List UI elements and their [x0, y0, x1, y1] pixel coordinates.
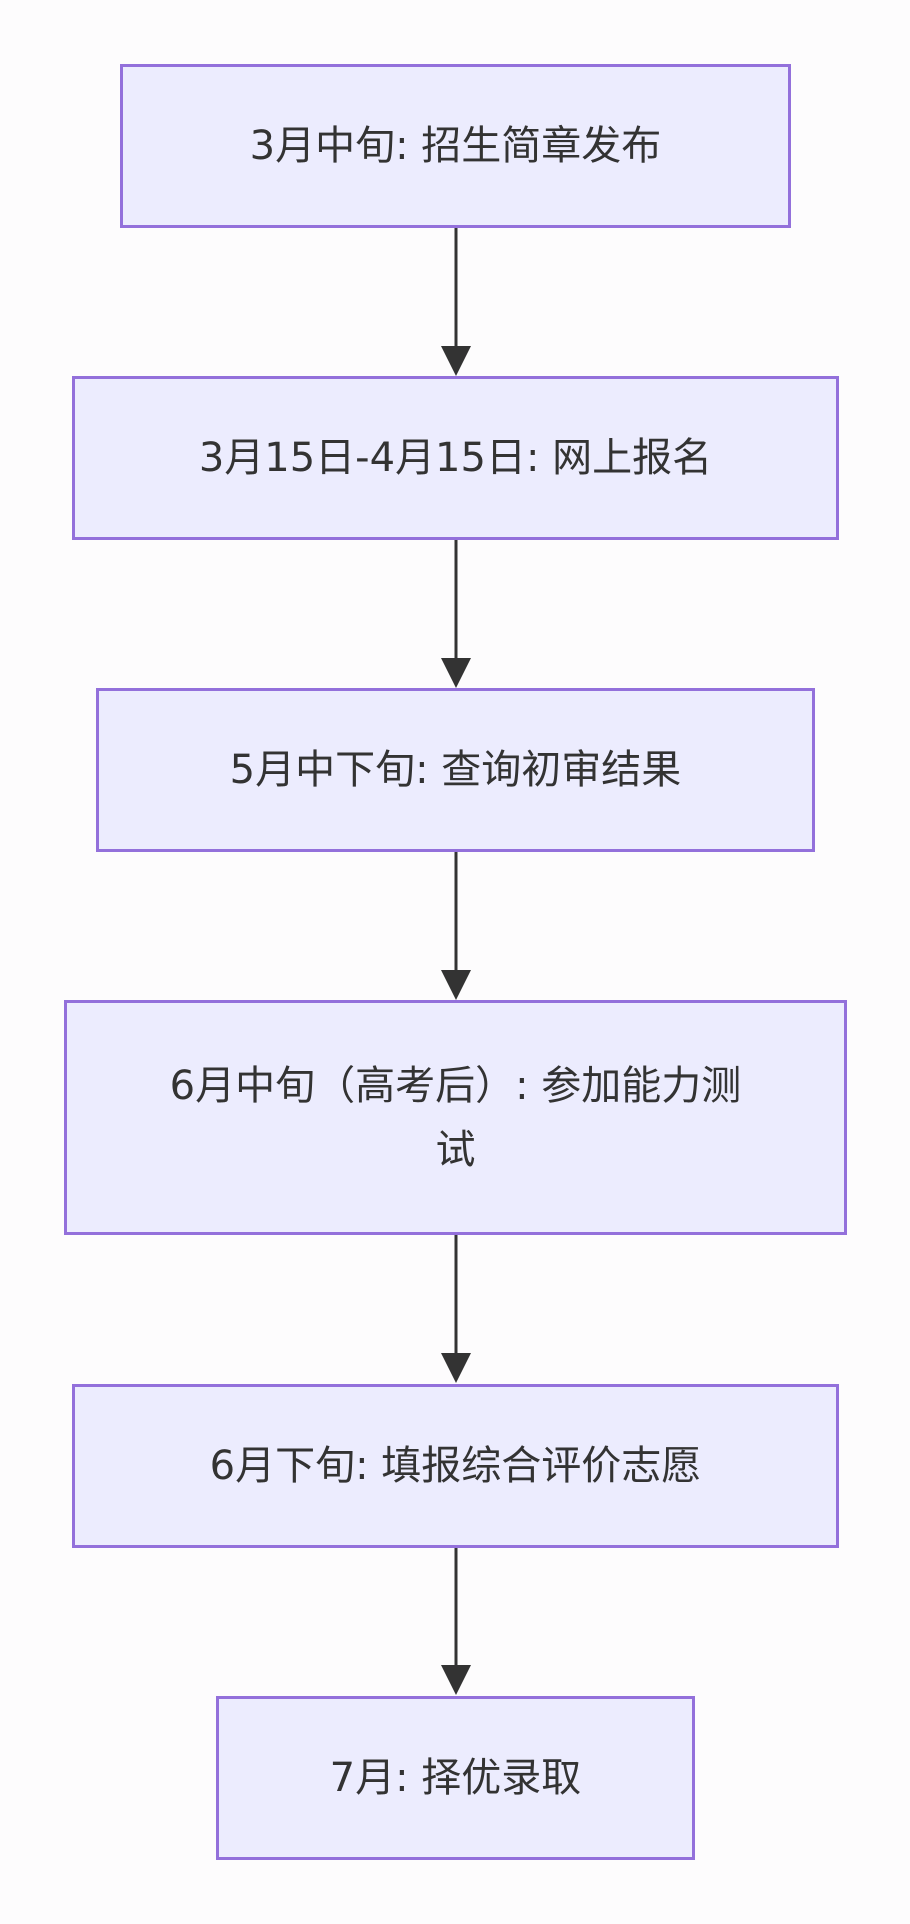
step-label-3: 5月中下旬: 查询初审结果: [229, 747, 682, 793]
step-node-4: 6月中旬（高考后）: 参加能力测试: [64, 1000, 847, 1235]
step-node-2: 3月15日-4月15日: 网上报名: [72, 376, 839, 540]
step-label-6: 7月: 择优录取: [329, 1755, 582, 1801]
step-node-3: 5月中下旬: 查询初审结果: [96, 688, 815, 852]
step-label-2: 3月15日-4月15日: 网上报名: [198, 435, 713, 481]
step-node-6: 7月: 择优录取: [216, 1696, 695, 1860]
step-label-5: 6月下旬: 填报综合评价志愿: [209, 1443, 702, 1489]
step-label-1: 3月中旬: 招生简章发布: [249, 123, 662, 169]
step-node-5: 6月下旬: 填报综合评价志愿: [72, 1384, 839, 1548]
step-label-4: 6月中旬（高考后）: 参加能力测试: [169, 1062, 742, 1173]
step-node-1: 3月中旬: 招生简章发布: [120, 64, 791, 228]
